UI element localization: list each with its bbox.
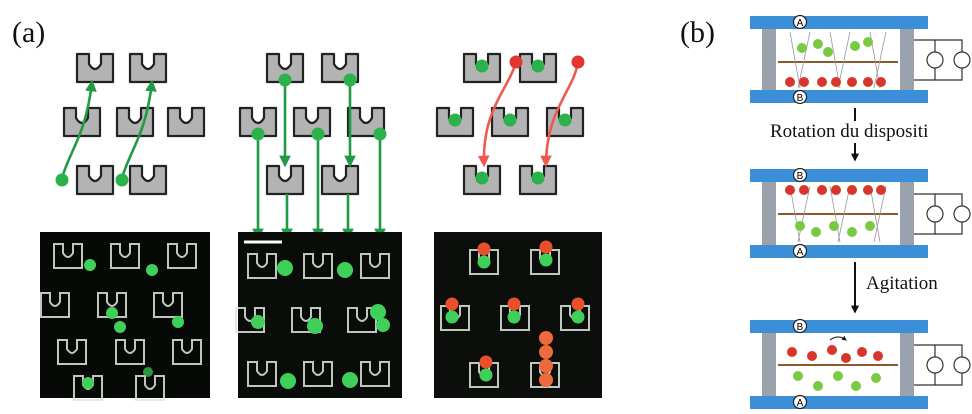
green-cell [373, 127, 387, 141]
micrograph-2 [235, 232, 402, 398]
electrode-letter: A [797, 398, 804, 409]
red-cell [571, 55, 585, 69]
red-arrow [477, 61, 518, 168]
schematic-1 [55, 52, 206, 196]
trap [320, 164, 360, 196]
green-cell [343, 73, 357, 87]
green-cell [55, 173, 69, 187]
green-cell [115, 173, 129, 187]
schematic-2 [238, 52, 387, 241]
rotation-caption: Rotation du dispositi [768, 121, 931, 143]
green-cell [558, 113, 572, 127]
bottom-electrode [750, 90, 928, 103]
green-cell [251, 127, 265, 141]
circuit-symbols [914, 39, 971, 386]
schematic-3 [435, 52, 585, 196]
electrode-letter: A [797, 247, 804, 258]
electrode-letter: B [797, 93, 804, 104]
panel-b-label: (b) [680, 16, 715, 49]
green-cell [475, 59, 489, 73]
trap [128, 52, 168, 84]
green-cell [475, 171, 489, 185]
device-stage-3 [750, 320, 928, 409]
trap [166, 106, 206, 138]
green-cell [531, 59, 545, 73]
device-stage-1 [750, 16, 928, 103]
red-cell [509, 55, 523, 69]
panel-a-label: (a) [12, 16, 46, 49]
top-electrode [750, 16, 928, 29]
trap [265, 164, 305, 196]
electrode-letter: B [797, 322, 804, 333]
trap [75, 164, 115, 196]
electrode-badges: A B B A B A [792, 14, 808, 410]
top-electrode [750, 320, 928, 333]
bottom-electrode [750, 245, 928, 258]
top-electrode [750, 169, 928, 182]
panel-b-diagram: A B B A B A [750, 14, 971, 410]
device-stage-2 [750, 169, 928, 258]
electrode-letter: A [797, 18, 804, 29]
green-cell [448, 113, 462, 127]
green-arrow [120, 79, 157, 179]
electrode-letter: B [797, 171, 804, 182]
micrograph-1 [40, 232, 210, 401]
green-arrow [60, 79, 97, 179]
micrograph-3 [434, 232, 602, 398]
red-arrow [540, 61, 580, 168]
green-cell [311, 127, 325, 141]
bottom-electrode [750, 396, 928, 409]
trap [128, 164, 168, 196]
trap [75, 52, 115, 84]
agitation-caption: Agitation [864, 273, 940, 295]
green-cell [278, 73, 292, 87]
green-cell [531, 171, 545, 185]
green-cell [503, 113, 517, 127]
